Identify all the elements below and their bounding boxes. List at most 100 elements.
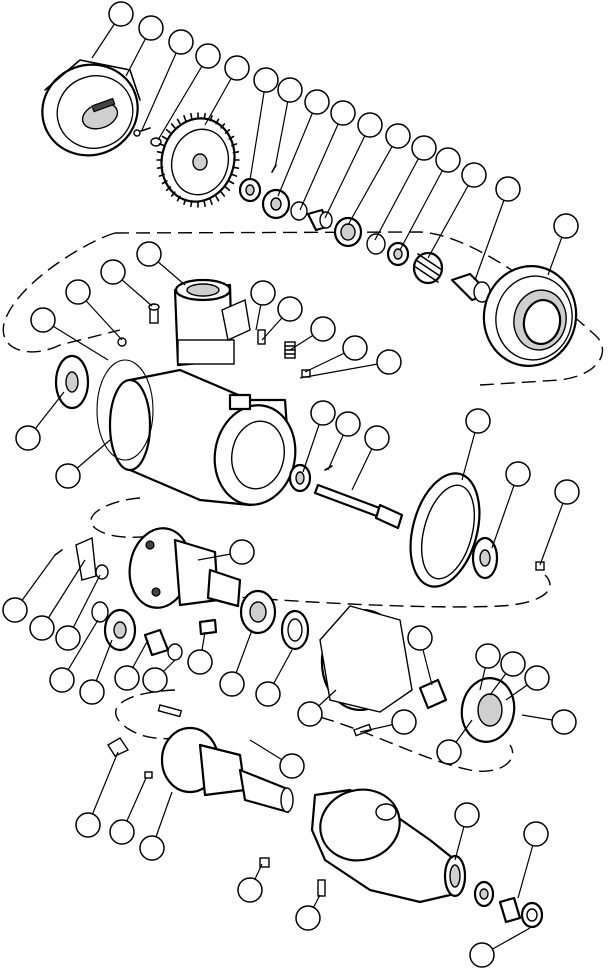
callout-circle: [229, 539, 255, 565]
leader-line: [249, 79, 267, 181]
leader-line: [141, 41, 182, 131]
front-cover-housing: [41, 59, 141, 157]
callout-circle: [65, 279, 91, 305]
gear-tooth: [224, 186, 231, 192]
spacer-sleeve: [418, 678, 448, 710]
callout-circle: [195, 43, 221, 69]
leader-line: [41, 559, 86, 629]
callout-circle: [475, 643, 501, 669]
callout-circle: [30, 307, 56, 333]
callout-circle: [342, 335, 368, 361]
callout-circle: [436, 739, 462, 765]
gear-tooth: [232, 166, 240, 169]
leader-line: [491, 473, 519, 549]
planetary-housing: [319, 605, 413, 713]
motor-adapter-housing: [310, 788, 467, 904]
callout-circle: [554, 479, 580, 505]
leader-line: [539, 491, 568, 566]
screw-small-1: [54, 549, 63, 556]
gear-tooth: [228, 135, 235, 140]
callout-circle: [407, 625, 433, 651]
callout-circle: [142, 667, 168, 693]
callout-circle: [114, 665, 140, 691]
callout-circle: [465, 408, 491, 434]
callout-circle: [551, 709, 577, 735]
leader-line: [324, 124, 371, 219]
leader-line: [399, 159, 449, 251]
callout-circle: [335, 411, 361, 437]
needle-bearing: [143, 628, 170, 657]
gear-tooth: [231, 173, 238, 177]
stud-bolt: [157, 704, 183, 718]
callout-circle: [250, 280, 276, 306]
gear-tooth: [176, 195, 181, 202]
callout-circle: [2, 597, 28, 623]
cap-screw: [353, 723, 372, 737]
callout-circle: [237, 877, 263, 903]
callout-circle: [108, 1, 134, 27]
gear-tooth: [232, 151, 240, 154]
callout-circle: [138, 15, 164, 41]
callout-circle: [524, 665, 550, 691]
case-gasket: [96, 359, 154, 461]
gear-tooth: [183, 198, 187, 205]
bushing: [306, 208, 333, 232]
callout-circle: [553, 213, 579, 239]
gear-tooth: [203, 200, 206, 208]
clip-small: [107, 737, 130, 757]
gear-tooth: [224, 128, 231, 134]
callout-circle: [385, 123, 411, 149]
ring-small-b: [167, 643, 183, 661]
plug-small: [117, 337, 127, 347]
callout-circle: [500, 651, 526, 677]
drain-plug: [259, 857, 270, 868]
gear-tooth: [156, 151, 164, 154]
snap-ring-1: [366, 233, 386, 255]
callout-circle: [168, 29, 194, 55]
callout-circle: [523, 821, 549, 847]
shim-gasket: [280, 609, 310, 651]
callout-circle: [310, 400, 336, 426]
callout-circle: [310, 316, 336, 342]
gear-tooth: [215, 195, 220, 202]
callout-circle: [279, 753, 305, 779]
washer-small: [150, 137, 162, 147]
small-bolt: [133, 127, 151, 137]
callout-circle: [109, 819, 135, 845]
callout-circle: [391, 709, 417, 735]
nut-lower: [144, 771, 153, 779]
gear-tooth: [209, 115, 213, 122]
large-bearing: [482, 265, 578, 367]
leader-line: [87, 751, 119, 826]
group-outline-lower: [114, 689, 514, 772]
callout-circle: [187, 649, 213, 675]
callout-circle: [277, 77, 303, 103]
ring-thin-1: [290, 201, 308, 221]
gear-tooth: [215, 118, 220, 125]
gear-tooth: [161, 135, 168, 140]
gear-tooth: [228, 180, 235, 185]
gear-tooth: [220, 123, 226, 129]
leader-line: [157, 55, 209, 141]
dowel-pin: [198, 618, 218, 636]
mount-bolt: [317, 879, 326, 897]
gear-tooth: [158, 173, 165, 177]
callout-circle: [49, 667, 75, 693]
callout-circle: [505, 461, 531, 487]
bearing-1: [333, 216, 363, 248]
leader-line: [274, 89, 291, 169]
callout-circle: [219, 671, 245, 697]
callout-circle: [297, 701, 323, 727]
output-spindle: [160, 726, 294, 814]
seal-ring: [520, 901, 544, 929]
gear-tooth: [209, 198, 213, 205]
bearing-2: [288, 463, 312, 493]
callout-circle: [255, 681, 281, 707]
callout-circle: [136, 241, 162, 267]
bolt-cap: [148, 303, 160, 324]
gear-tooth: [176, 118, 181, 125]
carrier-hub: [128, 527, 242, 609]
gear-tooth: [165, 186, 172, 192]
retainer-plate: [75, 536, 97, 581]
